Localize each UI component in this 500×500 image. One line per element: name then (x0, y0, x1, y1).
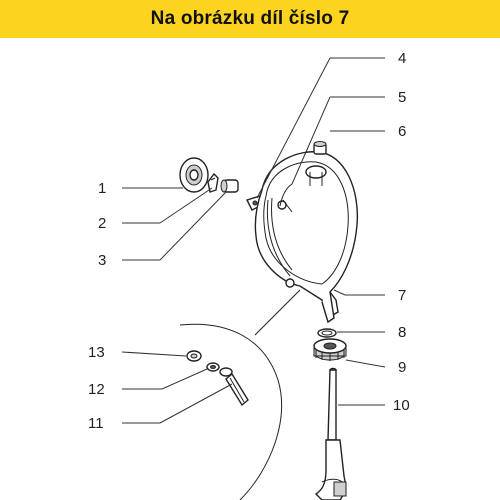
part-11-bolt (219, 367, 249, 407)
page-title: Na obrázku díl číslo 7 (150, 8, 350, 29)
wheel-outline (179, 289, 301, 500)
callout-11: 11 (88, 415, 104, 432)
header-banner: Na obrázku díl číslo 7 (0, 0, 500, 38)
callout-10: 10 (393, 397, 410, 414)
part-1-seal-ring (179, 157, 209, 193)
callout-1: 1 (98, 180, 106, 197)
callout-9: 9 (398, 359, 406, 376)
callout-8: 8 (398, 324, 406, 341)
part-12-washer (206, 362, 220, 372)
callout-13: 13 (88, 344, 105, 361)
part-10-drive-shaft (314, 367, 347, 500)
callout-labels: 1 2 3 4 5 6 7 8 9 10 11 12 13 (88, 50, 410, 432)
part-5-cable (279, 183, 293, 213)
callout-2: 2 (98, 215, 106, 232)
part-7-housing (254, 151, 359, 324)
part-8-o-ring (317, 328, 337, 338)
part-13-washer (186, 350, 202, 362)
exploded-parts-diagram: 1 2 3 4 5 6 7 8 9 10 11 12 13 (0, 38, 500, 500)
callout-6: 6 (398, 123, 406, 140)
callout-3: 3 (98, 252, 106, 269)
leader-lines (121, 57, 386, 424)
part-9-gear (313, 338, 347, 361)
callout-5: 5 (398, 89, 406, 106)
callout-12: 12 (88, 381, 105, 398)
part-6-cap (313, 141, 327, 155)
callout-7: 7 (398, 287, 406, 304)
part-2-clip (207, 172, 219, 193)
callout-4: 4 (398, 50, 406, 67)
part-3-bushing (220, 179, 239, 193)
